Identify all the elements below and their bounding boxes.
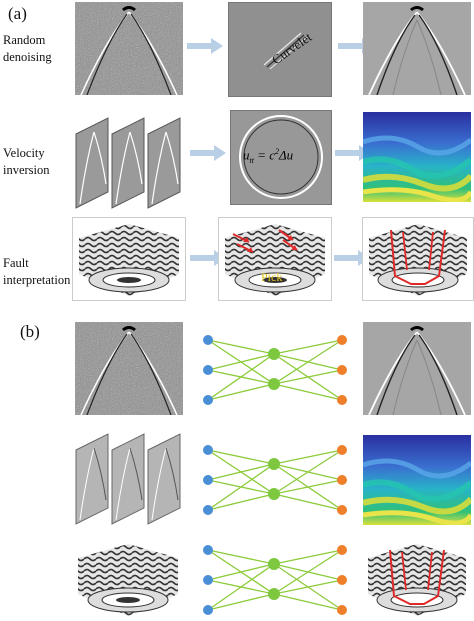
wave-equation-lhs-sub: tt bbox=[249, 155, 254, 165]
noisy-seismic-image-a bbox=[75, 2, 183, 95]
wave-equation-sup: 2 bbox=[275, 147, 279, 156]
row-label-inversion-line1: Velocity bbox=[3, 146, 45, 160]
row-label-inversion-line2: inversion bbox=[3, 162, 50, 177]
curvelet-box: Curvelet bbox=[228, 2, 332, 97]
right-arrow-icon bbox=[335, 145, 371, 161]
row-label-inversion: Velocity inversion bbox=[3, 145, 50, 179]
shot-gathers-a bbox=[72, 112, 190, 212]
row-label-fault: Fault interpretation bbox=[3, 255, 70, 289]
row-label-denoising: Random denoising bbox=[3, 32, 52, 66]
shot-gathers-b bbox=[72, 428, 190, 528]
row-label-denoising-line1: Random bbox=[3, 33, 46, 47]
right-arrow-icon bbox=[334, 250, 370, 266]
denoised-seismic-image-b bbox=[363, 322, 471, 415]
neural-network-icon bbox=[200, 330, 350, 410]
denoised-seismic-image-a bbox=[363, 2, 471, 95]
wave-equation-box: utt = c2Δu bbox=[230, 110, 332, 205]
wave-equation-eq: = c bbox=[253, 147, 275, 163]
seismic-volume-a bbox=[72, 217, 186, 301]
row-label-fault-line2: interpretation bbox=[3, 272, 71, 287]
seismic-volume-b bbox=[72, 538, 184, 620]
right-arrow-icon bbox=[190, 145, 226, 161]
right-arrow-icon bbox=[190, 250, 226, 266]
right-arrow-icon bbox=[187, 38, 223, 54]
wave-equation: utt = c2Δu bbox=[243, 147, 293, 165]
fault-result-b bbox=[362, 538, 472, 620]
row-label-fault-line1: Fault bbox=[3, 256, 29, 270]
velocity-model-image-b bbox=[363, 435, 471, 525]
seismic-volume-pick: Pick bbox=[218, 217, 332, 301]
row-label-denoising-line2: denoising bbox=[3, 49, 52, 64]
fault-result-a bbox=[362, 217, 474, 301]
velocity-model-image-a bbox=[363, 112, 471, 202]
noisy-seismic-image-b bbox=[75, 322, 183, 415]
pick-label: Pick bbox=[261, 270, 283, 284]
wave-equation-rhs: Δu bbox=[279, 147, 294, 163]
panel-a-label: (a) bbox=[8, 4, 27, 23]
wave-equation-lhs: u bbox=[243, 147, 250, 163]
neural-network-icon bbox=[200, 440, 350, 520]
neural-network-icon bbox=[200, 540, 350, 620]
panel-b-label: (b) bbox=[20, 322, 40, 341]
